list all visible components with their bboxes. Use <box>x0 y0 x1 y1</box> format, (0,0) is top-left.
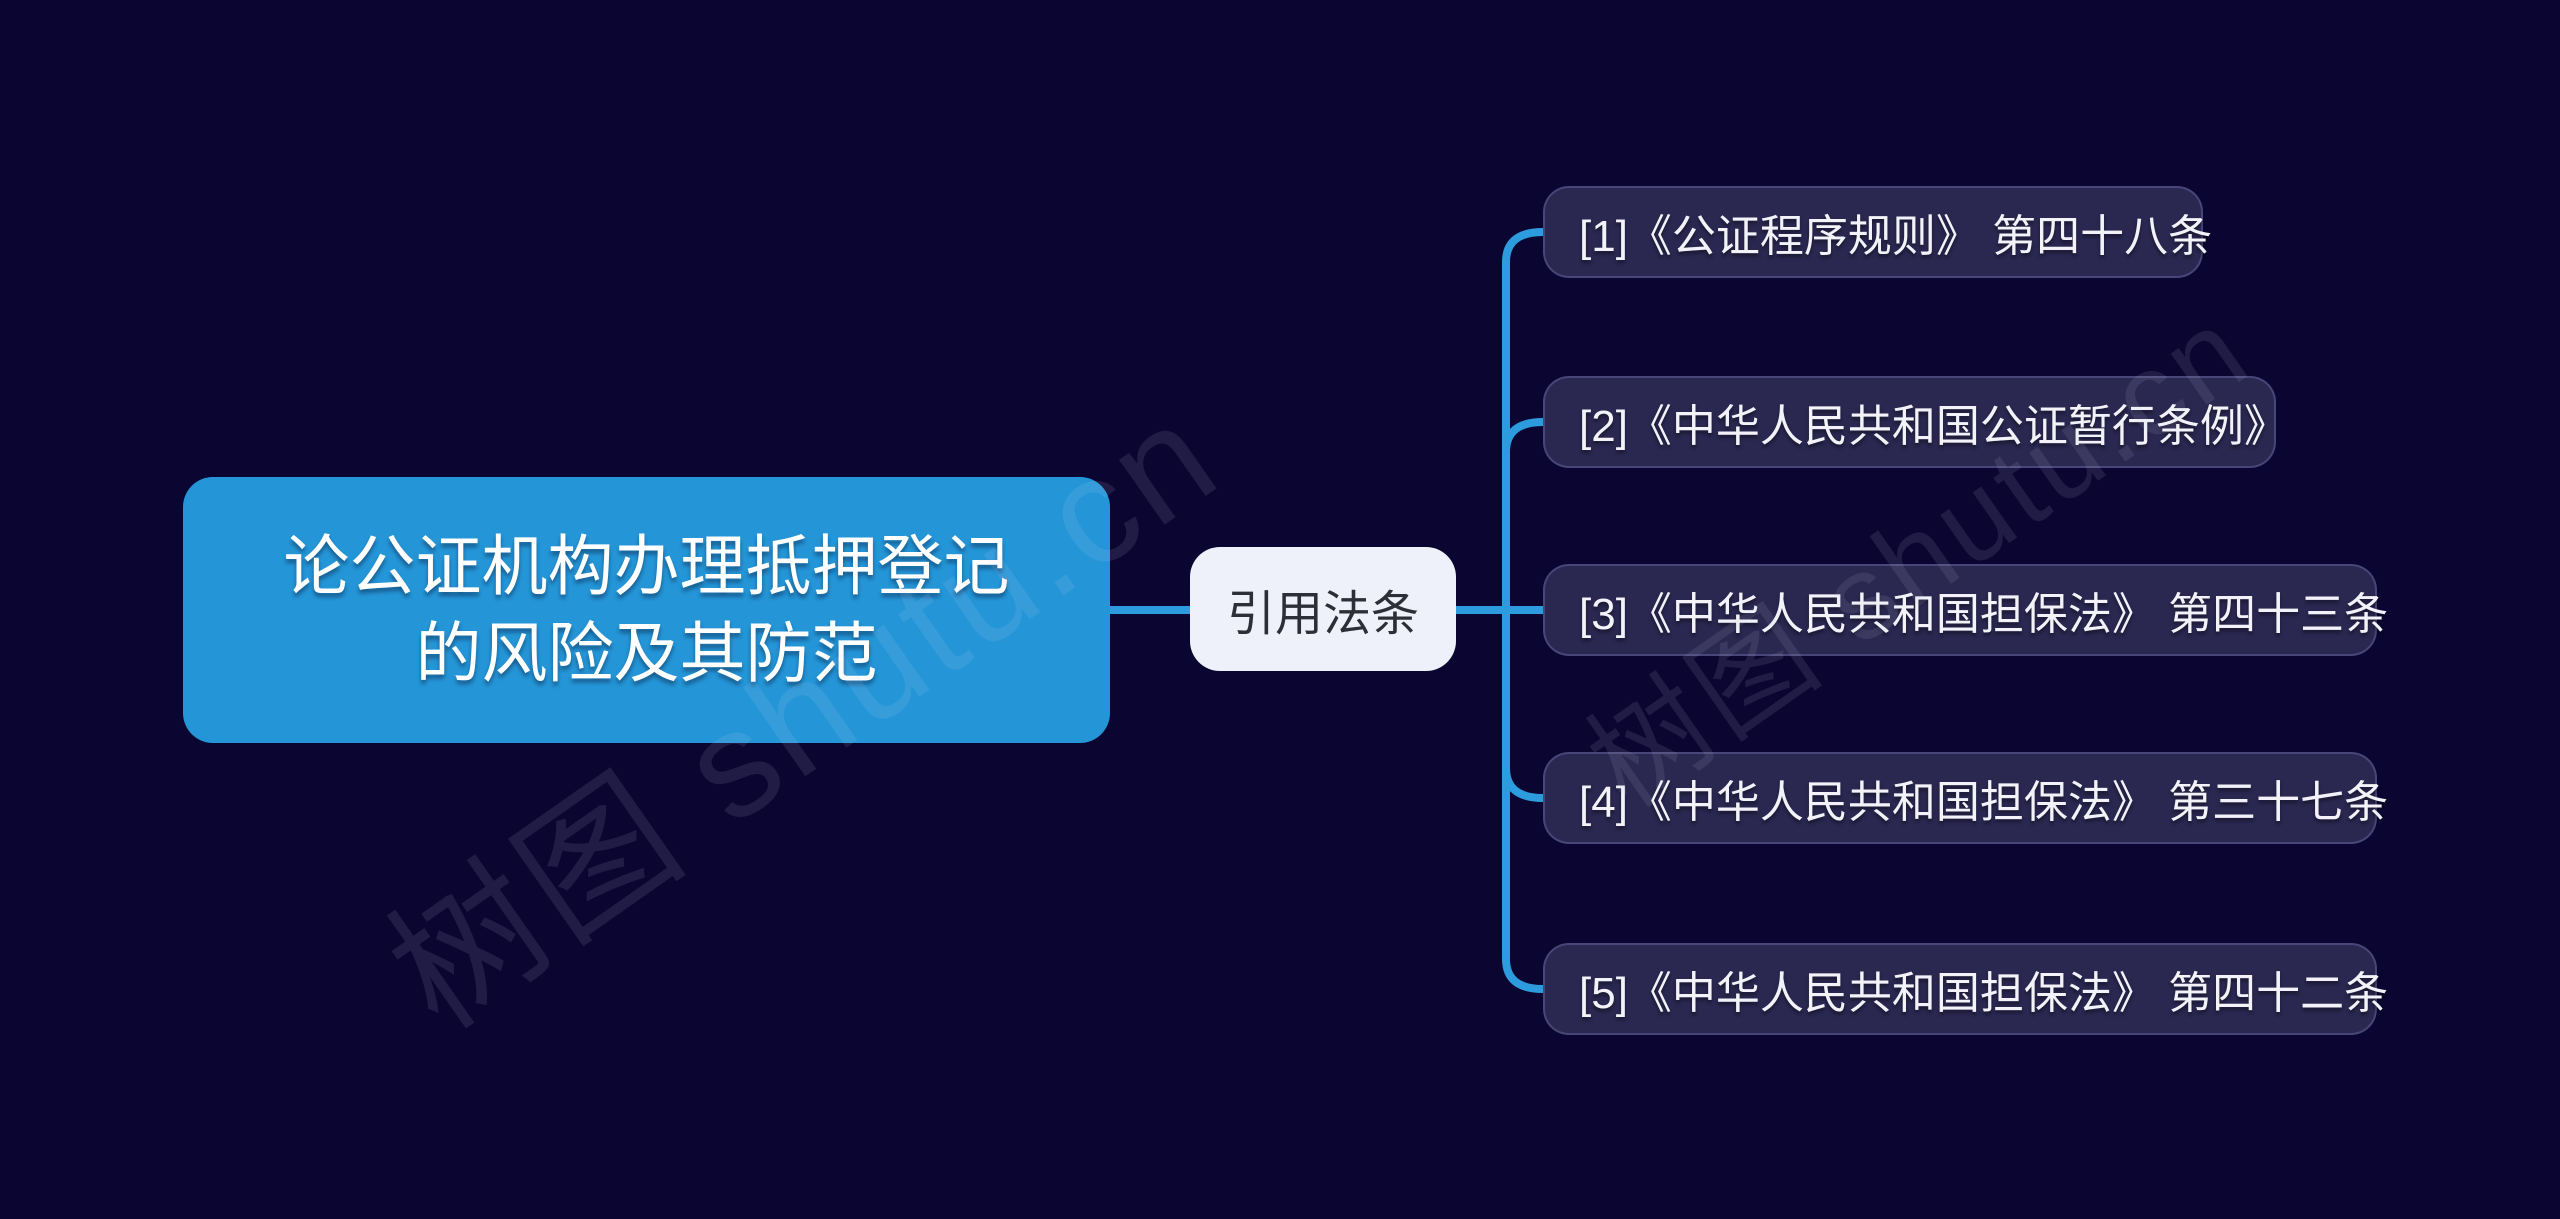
node-citation-2[interactable]: [2]《中华人民共和国公证暂行条例》 <box>1543 376 2288 468</box>
root-topic-line2: 的风险及其防范 <box>415 616 878 690</box>
citation-3-label: [3]《中华人民共和国担保法》 第四十三条 <box>1579 590 2389 639</box>
node-citation-5[interactable]: [5]《中华人民共和国担保法》 第四十二条 <box>1543 943 2388 1035</box>
citation-5-label: [5]《中华人民共和国担保法》 第四十二条 <box>1579 969 2389 1018</box>
root-topic-label: 论公证机构办理抵押登记 的风险及其防范 <box>284 523 1010 697</box>
connector-trunk <box>1502 228 1547 993</box>
node-citation-1[interactable]: [1]《公证程序规则》 第四十八条 <box>1543 186 2212 278</box>
node-citation-4[interactable]: [4]《中华人民共和国担保法》 第三十七条 <box>1543 752 2388 844</box>
node-citation-3[interactable]: [3]《中华人民共和国担保法》 第四十三条 <box>1543 564 2388 656</box>
node-root-topic[interactable]: 论公证机构办理抵押登记 的风险及其防范 <box>183 477 1110 743</box>
citation-1-label: [1]《公证程序规则》 第四十八条 <box>1579 212 2213 261</box>
root-topic-line1: 论公证机构办理抵押登记 <box>283 528 1010 603</box>
citation-4-label: [4]《中华人民共和国担保法》 第三十七条 <box>1579 778 2389 827</box>
connector-child4 <box>1502 764 1547 802</box>
node-branch-citations[interactable]: 引用法条 <box>1190 547 1456 671</box>
connector-child2 <box>1502 418 1547 456</box>
citation-2-label: [2]《中华人民共和国公证暂行条例》 <box>1579 402 2288 451</box>
branch-citations-label: 引用法条 <box>1226 588 1419 641</box>
